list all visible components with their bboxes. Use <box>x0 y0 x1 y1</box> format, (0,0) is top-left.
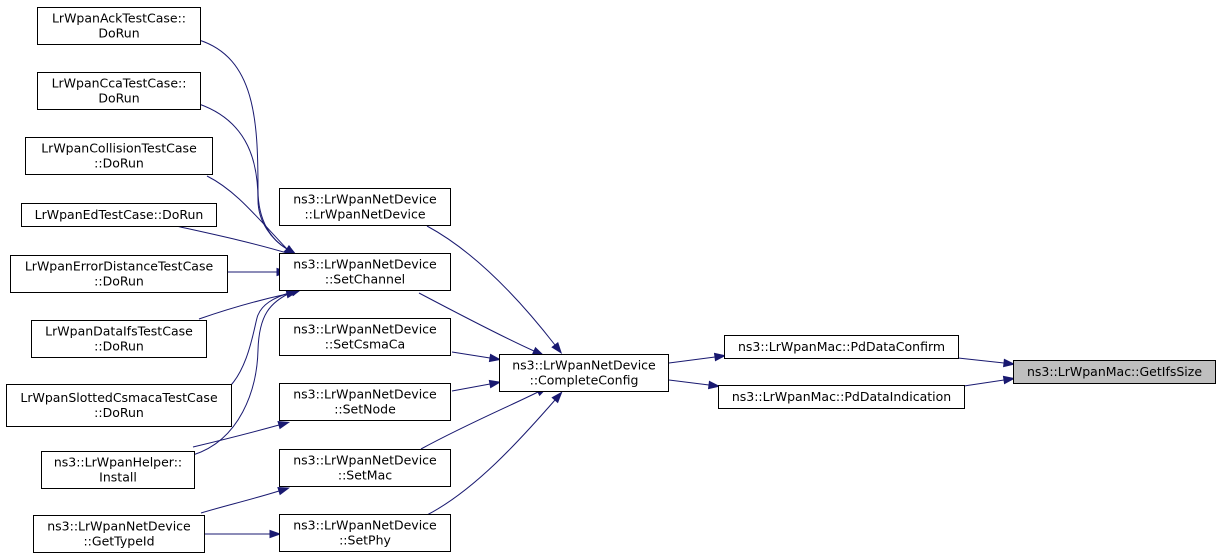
edge-ctor-to-complete <box>426 225 563 355</box>
node-label: ns3::LrWpanNetDevice <box>293 453 437 468</box>
node-label: LrWpanDataIfsTestCase <box>45 324 193 339</box>
graph-nodes: LrWpanAckTestCase::DoRunLrWpanCcaTestCas… <box>6 7 1216 553</box>
node-setphy[interactable]: ns3::LrWpanNetDevice::SetPhy <box>279 514 451 552</box>
node-label: LrWpanSlottedCsmacaTestCase <box>20 390 218 405</box>
node-ed[interactable]: LrWpanEdTestCase::DoRun <box>21 203 217 227</box>
node-collision[interactable]: LrWpanCollisionTestCase::DoRun <box>25 137 213 175</box>
node-label: ns3::LrWpanNetDevice <box>512 358 656 373</box>
edge-errdist-to-setchannel <box>227 267 289 277</box>
node-label: ns3::LrWpanHelper:: <box>54 455 182 470</box>
node-label: ::SetPhy <box>339 533 391 548</box>
node-label: ns3::LrWpanNetDevice <box>293 518 437 533</box>
node-label: LrWpanAckTestCase:: <box>52 11 186 26</box>
node-label: LrWpanCcaTestCase:: <box>52 76 187 91</box>
node-label: ::SetMac <box>338 468 392 483</box>
edge-setchannel-to-complete <box>418 292 545 356</box>
edge-setcsmaca-to-complete <box>451 351 502 363</box>
node-label: ns3::LrWpanNetDevice <box>293 322 437 337</box>
node-ack[interactable]: LrWpanAckTestCase::DoRun <box>37 7 201 45</box>
edge-install-to-setnode <box>192 420 291 448</box>
node-label: DoRun <box>98 26 139 41</box>
edge-complete-to-pdconfirm <box>668 352 727 364</box>
node-setchannel[interactable]: ns3::LrWpanNetDevice::SetChannel <box>279 253 451 291</box>
edge-gettypeid-to-setphy <box>204 529 282 539</box>
node-gettypeid[interactable]: ns3::LrWpanNetDevice::GetTypeId <box>33 515 205 553</box>
node-pdconfirm[interactable]: ns3::LrWpanMac::PdDataConfirm <box>724 335 959 359</box>
node-errdist[interactable]: LrWpanErrorDistanceTestCase::DoRun <box>10 255 228 293</box>
node-dataifs[interactable]: LrWpanDataIfsTestCase::DoRun <box>31 320 207 358</box>
node-label: ns3::LrWpanNetDevice <box>47 519 191 534</box>
node-label: ::CompleteConfig <box>530 373 639 388</box>
node-complete[interactable]: ns3::LrWpanNetDevice::CompleteConfig <box>499 354 669 392</box>
node-cca[interactable]: LrWpanCcaTestCase::DoRun <box>37 72 201 110</box>
node-pdindic[interactable]: ns3::LrWpanMac::PdDataIndication <box>718 385 965 409</box>
node-setnode[interactable]: ns3::LrWpanNetDevice::SetNode <box>279 383 451 421</box>
node-label: ::DoRun <box>94 405 144 420</box>
edge-dataifs-to-setchannel <box>198 289 299 320</box>
edge-setnode-to-complete <box>451 379 502 392</box>
node-label: LrWpanEdTestCase::DoRun <box>35 207 204 222</box>
node-label: Install <box>99 470 137 485</box>
node-slotted[interactable]: LrWpanSlottedCsmacaTestCase::DoRun <box>6 384 232 427</box>
edge-setphy-to-complete <box>426 391 563 516</box>
node-label: ns3::LrWpanNetDevice <box>293 192 437 207</box>
node-label: ::SetChannel <box>325 272 405 287</box>
node-ctor[interactable]: ns3::LrWpanNetDevice::LrWpanNetDevice <box>279 188 451 226</box>
edge-gettypeid-to-setmac <box>200 487 290 514</box>
node-label: ::SetCsmaCa <box>325 337 405 352</box>
node-label: ::SetNode <box>334 402 396 417</box>
node-label: ns3::LrWpanNetDevice <box>293 387 437 402</box>
node-label: LrWpanCollisionTestCase <box>41 141 197 156</box>
node-getifs[interactable]: ns3::LrWpanMac::GetIfsSize <box>1013 360 1216 384</box>
node-setcsmaca[interactable]: ns3::LrWpanNetDevice::SetCsmaCa <box>279 318 451 356</box>
node-label: ::DoRun <box>94 274 144 289</box>
node-label: ns3::LrWpanMac::PdDataConfirm <box>738 339 945 354</box>
edge-pdindic-to-getifs <box>963 375 1016 387</box>
edge-install-to-setchannel <box>192 287 303 456</box>
node-label: DoRun <box>98 91 139 106</box>
edge-pdconfirm-to-getifs <box>957 357 1016 368</box>
edge-ed-to-setchannel <box>175 225 299 257</box>
node-label: ns3::LrWpanMac::PdDataIndication <box>732 389 951 404</box>
node-label: ns3::LrWpanNetDevice <box>293 257 437 272</box>
node-label: ::DoRun <box>94 339 144 354</box>
node-setmac[interactable]: ns3::LrWpanNetDevice::SetMac <box>279 449 451 487</box>
edge-complete-to-pdindic <box>668 379 721 390</box>
node-label: LrWpanErrorDistanceTestCase <box>25 259 214 274</box>
node-label: ::GetTypeId <box>83 534 154 549</box>
node-install[interactable]: ns3::LrWpanHelper::Install <box>41 451 195 489</box>
node-label: ::DoRun <box>94 156 144 171</box>
node-label: ::LrWpanNetDevice <box>304 207 425 222</box>
node-label: ns3::LrWpanMac::GetIfsSize <box>1027 364 1202 379</box>
